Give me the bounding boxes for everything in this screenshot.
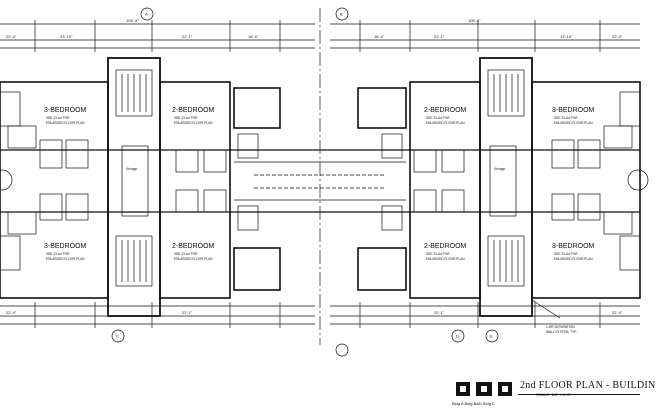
grid-bubble-bottom-left xyxy=(111,329,125,343)
note-line: ENLARGED FLOOR PLAN xyxy=(554,257,593,261)
dimension-text: 22'-4" xyxy=(6,34,17,39)
grid-bubble-bottom-mid xyxy=(451,329,465,343)
interior-partitions xyxy=(0,91,649,271)
grid-bubble-label: D xyxy=(456,334,459,339)
dimension-text: 22'-1" xyxy=(182,310,193,315)
room-label: 2-BEDROOM xyxy=(424,243,467,250)
dimension-text: 13'-10" xyxy=(60,34,73,39)
leader-line xyxy=(531,299,561,319)
room-label: 2-BEDROOM xyxy=(172,243,215,250)
room-label: 2-BEDROOM xyxy=(424,107,467,114)
building-key-label: Bldg A Bldg B&D Bldg C xyxy=(452,401,495,406)
dimension-text: 22'-4" xyxy=(612,34,623,39)
dimension-text: 22'-1" xyxy=(434,310,445,315)
bottom-dimension-lines xyxy=(0,302,640,328)
dimension-text: 105'-4" xyxy=(126,18,139,23)
dimension-text: 22'-1" xyxy=(182,34,193,39)
room-label: 3-BEDROOM xyxy=(44,243,87,250)
grid-bubble-label: E xyxy=(490,334,493,339)
dimension-text: 22'-4" xyxy=(6,310,17,315)
note-line: ENLARGED FLOOR PLAN xyxy=(426,121,465,125)
room-label: 2-BEDROOM xyxy=(172,107,215,114)
note-line: ENLARGED FLOOR PLAN xyxy=(554,121,593,125)
title-block: 2nd FLOOR PLAN - BUILDIN SCALE: 1/8" = 1… xyxy=(452,374,655,415)
note-line: ENLARGED FLOOR PLAN xyxy=(174,257,213,261)
top-dimension-lines xyxy=(0,20,640,52)
room-label: 3-BEDROOM xyxy=(44,107,87,114)
sheet-scale: SCALE: 1/8" = 1'-0" xyxy=(536,392,571,397)
dimension-text: 16'-4" xyxy=(374,34,385,39)
note-line: ENLARGED FLOOR PLAN xyxy=(174,121,213,125)
grid-bubble-top-left xyxy=(140,7,154,21)
sheet-title: 2nd FLOOR PLAN - BUILDIN xyxy=(520,380,656,391)
floor-plan-drawing: 3-BEDROOM SEE 23-A4 FOR ENLARGED FLOOR P… xyxy=(0,7,649,357)
storage-label: Storage xyxy=(494,167,505,171)
stair-core-right xyxy=(479,57,533,317)
note-line: SEE 23-A4 FOR xyxy=(174,116,198,120)
dimension-text: 22'-1" xyxy=(434,34,445,39)
note-line: ENLARGED FLOOR PLAN xyxy=(46,121,85,125)
storage-label: Storage xyxy=(126,167,137,171)
separation-note: 1-HR SEPARATION xyxy=(546,325,575,329)
grid-bubble-label: A xyxy=(145,12,148,17)
stair-core-left xyxy=(107,57,161,317)
separation-note: WALL SYSTEM, TYP. xyxy=(546,330,577,334)
note-line: SEE 23-A4 FOR xyxy=(46,116,70,120)
note-line: ENLARGED FLOOR PLAN xyxy=(46,257,85,261)
note-line: SEE 23-A4 FOR xyxy=(46,252,70,256)
grid-bubble-top-right xyxy=(335,7,349,21)
note-line: SEE 23-A4 FOR xyxy=(174,252,198,256)
dimension-text: 16'-4" xyxy=(248,34,259,39)
grid-bubble-label: C xyxy=(116,334,119,339)
room-label: 3-BEDROOM xyxy=(552,243,595,250)
dimension-text: 13'-10" xyxy=(560,34,573,39)
dimension-text: 105'-4" xyxy=(468,18,481,23)
title-underline xyxy=(518,394,640,395)
section-marker xyxy=(335,343,349,357)
grid-bubble-bottom-right xyxy=(485,329,499,343)
room-label: 3-BEDROOM xyxy=(552,107,595,114)
note-line: ENLARGED FLOOR PLAN xyxy=(426,257,465,261)
note-line: SEE 23-A4 FOR xyxy=(426,252,450,256)
note-line: SEE 23-A4 FOR xyxy=(426,116,450,120)
note-line: SEE 23-A4 FOR xyxy=(554,116,578,120)
building-key-icon xyxy=(456,382,512,396)
dimension-text: 22'-4" xyxy=(612,310,623,315)
grid-bubble-label: B xyxy=(340,12,343,17)
note-line: SEE 23-A4 FOR xyxy=(554,252,578,256)
